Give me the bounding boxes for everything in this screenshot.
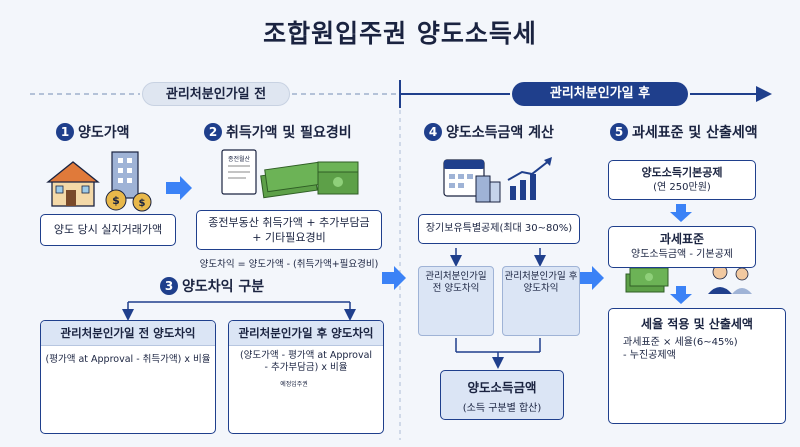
arrow-right-icon (166, 176, 192, 200)
acquisition-cost-box: 종전부동산 취득가액 + 추가부담금 + 기타필요경비 (196, 210, 382, 250)
gain-before-box: 관리처분인가일 전 양도차익 (평가액 at Approval - 취득가액) … (40, 320, 216, 434)
step3-label: 양도차익 구분 (182, 279, 265, 295)
gain-before-formula: (평가액 at Approval - 취득가액) x 비율 (45, 354, 211, 365)
arrow-down-icon (670, 286, 692, 304)
gain-before-head: 관리처분인가일 전 양도차익 (41, 321, 215, 346)
gain-after-box: 관리처분인가일 후 양도차익 (양도가액 - 평가액 at Approval -… (228, 320, 384, 434)
step1-number: 1 (56, 123, 74, 141)
long-term-deduction-box: 장기보유특별공제(최대 30~80%) (418, 214, 580, 244)
svg-text:$: $ (139, 198, 146, 209)
tax-calc-line2: - 누진공제액 (623, 350, 676, 361)
tax-base-head: 과세표준 (659, 232, 705, 246)
step2-label: 취득가액 및 필요경비 (226, 125, 352, 141)
arrow-down-icon (670, 204, 692, 222)
arrow-right-icon (382, 266, 406, 290)
income-amount-head: 양도소득금액 (467, 380, 537, 395)
tax-base-box: 과세표준 양도소득금액 - 기본공제 (608, 226, 756, 268)
step4-number: 4 (424, 123, 442, 141)
sale-price-box: 양도 당시 실지거래가액 (40, 214, 176, 246)
sale-price-text: 양도 당시 실지거래가액 (53, 223, 163, 236)
arrow-right-icon (580, 266, 604, 290)
step2-number: 2 (204, 123, 222, 141)
gain-after-formula-line2: - 추가부담금) x 비율 (264, 362, 348, 373)
gain-after-formula-line1: (양도가액 - 평가액 at Approval (239, 350, 373, 361)
gain-formula: 양도차익 = 양도가액 - (취득가액+필요경비) (199, 259, 379, 270)
building-icon (111, 151, 139, 199)
basic-deduction-amount: (연 250만원) (653, 182, 711, 193)
gain-after-head: 관리처분인가일 후 양도차익 (229, 321, 383, 346)
house-icon (46, 161, 100, 207)
gain-before-mini-line1: 관리처분인가일 (425, 271, 487, 282)
buildings-icon (475, 175, 501, 203)
acquisition-line1: 종전부동산 취득가액 + 추가부담금 (208, 216, 370, 229)
step3-number: 3 (160, 277, 178, 295)
long-term-deduction-text: 장기보유특별공제(최대 30~80%) (425, 223, 573, 234)
step1-label: 양도가액 (78, 125, 130, 141)
tax-calc-line1: 과세표준 × 세율(6~45%) (623, 337, 738, 348)
money-icon (625, 267, 669, 293)
gain-before-mini: 관리처분인가일 전 양도차익 (418, 266, 494, 336)
document-label: 종전월산 (227, 156, 251, 163)
people-icon (708, 264, 752, 294)
gain-after-mini-line1: 관리처분인가일 후 (504, 271, 578, 282)
gain-after-mini: 관리처분인가일 후 양도차익 (502, 266, 580, 336)
document-icon (221, 149, 257, 195)
money-stack-icon (260, 161, 359, 199)
step4-label: 양도소득금액 계산 (446, 125, 554, 141)
trend-up-icon (507, 157, 552, 200)
certificate-label: 예정입주권 (280, 381, 308, 388)
tax-calc-box: 세율 적용 및 산출세액 과세표준 × 세율(6~45%) - 누진공제액 (608, 308, 786, 424)
step5-label: 과세표준 및 산출세액 (632, 125, 758, 141)
income-amount-box: 양도소득금액 (소득 구분별 합산) (440, 370, 564, 420)
svg-text:$: $ (112, 194, 120, 207)
calendar-icon (443, 159, 485, 197)
gain-before-mini-line2: 전 양도차익 (432, 283, 480, 294)
step5-number: 5 (610, 123, 628, 141)
phase-after-label: 관리처분인가일 후 (512, 82, 688, 106)
phase-before-label: 관리처분인가일 전 (142, 82, 290, 106)
page-title: 조합원입주권 양도소득세 (263, 19, 537, 48)
tax-calc-head: 세율 적용 및 산출세액 (641, 317, 753, 331)
income-amount-sub: (소득 구분별 합산) (462, 403, 542, 414)
basic-deduction-head: 양도소득기본공제 (641, 166, 723, 179)
money-bag-icon: $ $ (105, 189, 152, 212)
basic-deduction-box: 양도소득기본공제 (연 250만원) (608, 160, 756, 200)
gain-after-mini-line2: 양도차익 (523, 283, 559, 294)
tax-base-formula: 양도소득금액 - 기본공제 (631, 249, 733, 260)
acquisition-line2: + 기타필요경비 (252, 231, 326, 244)
